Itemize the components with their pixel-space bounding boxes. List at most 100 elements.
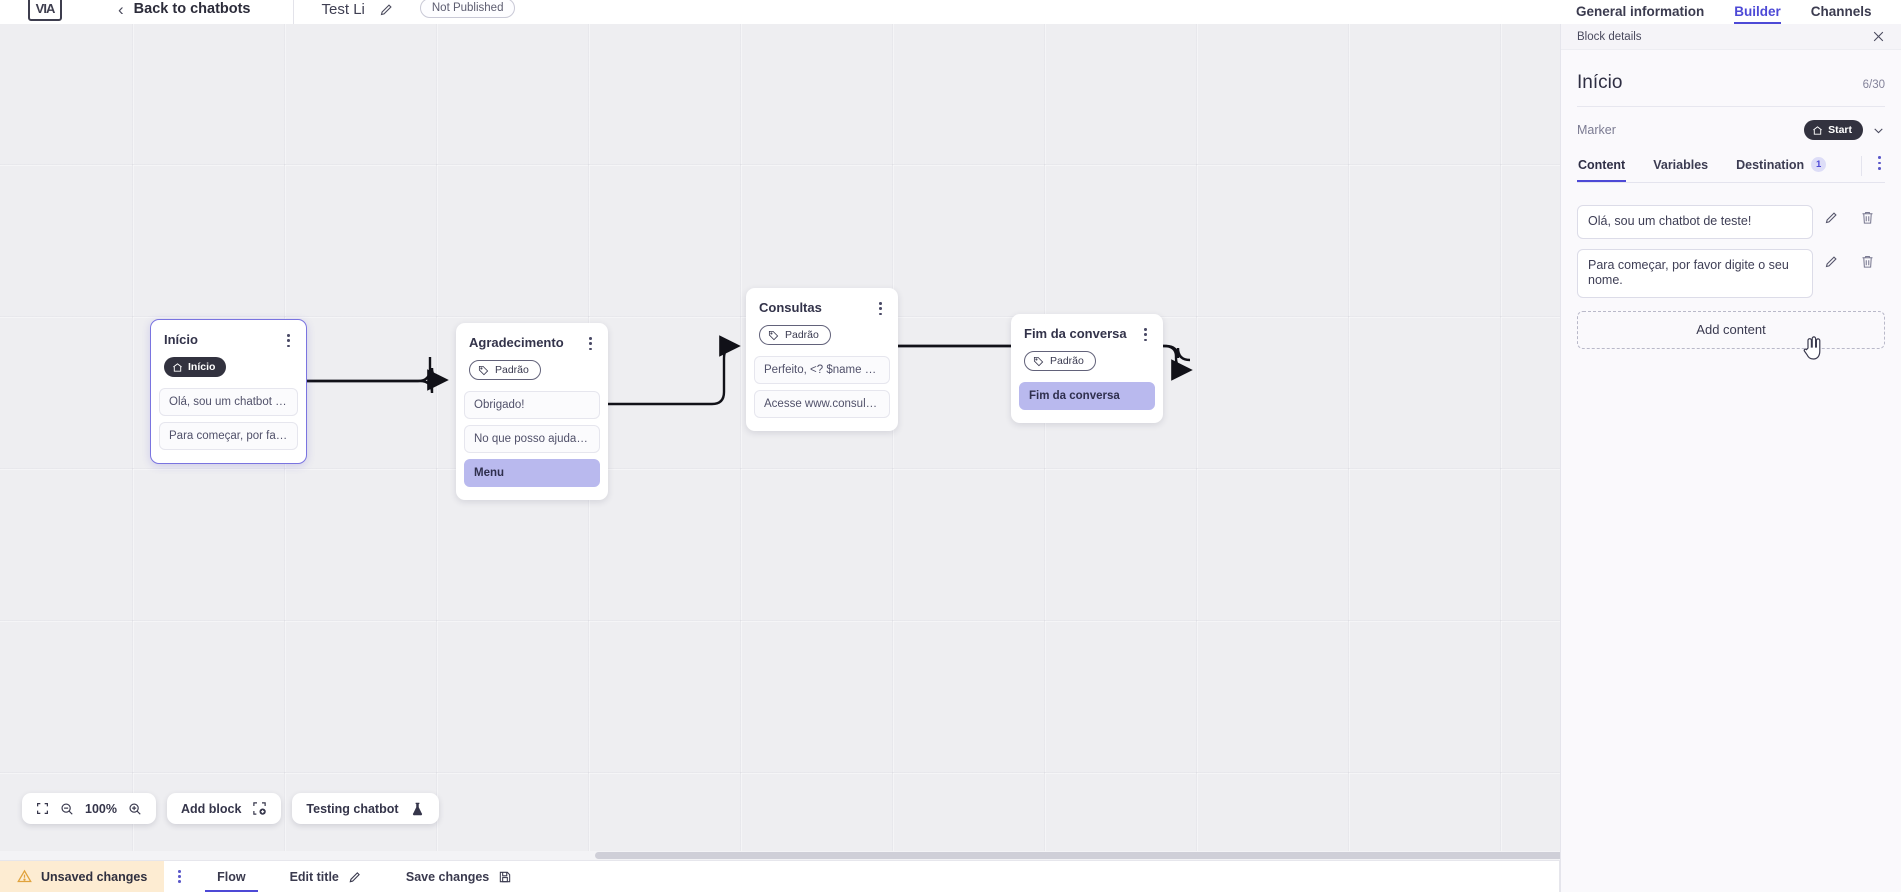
content-edit-button[interactable]	[1813, 249, 1849, 269]
block-tag-default[interactable]: Padrão	[1024, 351, 1096, 372]
pencil-icon	[348, 870, 362, 884]
block-message[interactable]: Olá, sou um chatbot de teste!	[159, 387, 298, 416]
zoom-out-icon[interactable]	[60, 802, 74, 816]
panel-tab-label: Content	[1578, 157, 1626, 172]
flask-icon	[410, 801, 425, 817]
block-title: Consultas	[759, 300, 822, 315]
block-tag-row: Padrão	[456, 352, 608, 391]
block-kebab-icon[interactable]	[876, 300, 885, 317]
flow-block-consultas[interactable]: Consultas Padrão Perfeito, <? $name ?>! …	[746, 288, 898, 431]
main-nav-tabs: General information Builder Channels	[1560, 0, 1901, 24]
marker-chip[interactable]: Start	[1804, 120, 1863, 140]
destination-count-badge: 1	[1811, 157, 1827, 172]
edit-title-label: Edit title	[289, 869, 339, 884]
content-item: Olá, sou um chatbot de teste!	[1577, 205, 1885, 239]
home-icon	[173, 363, 182, 372]
tab-general-information[interactable]: General information	[1576, 4, 1705, 19]
add-content-button[interactable]: Add content	[1577, 310, 1885, 349]
block-message[interactable]: Obrigado!	[464, 390, 600, 419]
save-changes-button[interactable]: Save changes	[384, 861, 534, 892]
block-tag-label: Início	[188, 361, 216, 374]
content-edit-button[interactable]	[1813, 205, 1849, 225]
trash-icon	[1862, 211, 1872, 224]
tab-builder[interactable]: Builder	[1734, 4, 1781, 24]
add-block-label: Add block	[180, 801, 242, 816]
block-tag-row: Padrão	[746, 317, 898, 356]
zoom-level: 100%	[85, 801, 117, 816]
content-text[interactable]: Para começar, por favor digite o seu nom…	[1577, 248, 1813, 298]
panel-tab-content[interactable]: Content	[1577, 151, 1627, 182]
content-item: Para começar, por favor digite o seu nom…	[1577, 248, 1885, 298]
testing-chatbot-button[interactable]: Testing chatbot	[292, 793, 439, 824]
edit-title-button[interactable]: Edit title	[268, 861, 384, 892]
block-tag-start[interactable]: Início	[164, 357, 227, 378]
zoom-controls: 100%	[22, 793, 156, 824]
tab-channels[interactable]: Channels	[1810, 4, 1872, 19]
warning-triangle-icon	[17, 869, 32, 884]
app-logo-icon[interactable]: VIA	[28, 0, 62, 21]
panel-header-label: Block details	[1577, 30, 1642, 43]
panel-tab-label: Destination	[1736, 157, 1805, 172]
block-tag-label: Padrão	[785, 329, 819, 342]
panel-tab-destination[interactable]: Destination 1	[1735, 150, 1827, 182]
block-kebab-icon[interactable]	[586, 335, 595, 352]
content-delete-button[interactable]	[1849, 249, 1885, 269]
chevron-down-icon[interactable]	[1872, 124, 1885, 137]
panel-tab-label: Variables	[1653, 157, 1709, 172]
tag-icon	[1033, 356, 1044, 367]
block-message-end[interactable]: Fim da conversa	[1019, 381, 1155, 410]
block-tag-label: Padrão	[1050, 355, 1084, 368]
block-kebab-icon[interactable]	[284, 332, 293, 349]
status-kebab-icon[interactable]	[164, 861, 195, 892]
block-message[interactable]: Acesse www.consultas.com par...	[754, 389, 890, 418]
close-icon[interactable]	[1872, 30, 1885, 43]
publish-status-badge: Not Published	[419, 0, 516, 18]
block-message[interactable]: Para começar, por favor digite o ...	[159, 421, 298, 450]
block-title: Agradecimento	[469, 335, 564, 350]
flow-block-fim-da-conversa[interactable]: Fim da conversa Padrão Fim da conversa	[1011, 314, 1163, 423]
status-bar: Unsaved changes Flow Edit title Save cha…	[0, 860, 1560, 892]
fit-screen-icon[interactable]	[36, 802, 49, 815]
edit-title-pencil-icon[interactable]	[379, 2, 394, 17]
chevron-left-icon[interactable]: ‹	[118, 0, 124, 19]
block-message[interactable]: No que posso ajudar, <? $name ...	[464, 424, 600, 453]
flow-label: Flow	[217, 869, 246, 884]
flow-block-inicio[interactable]: Início Início Olá, sou um chatbot de tes…	[150, 319, 307, 464]
zoom-in-icon[interactable]	[128, 802, 142, 816]
flow-block-agradecimento[interactable]: Agradecimento Padrão Obrigado! No que po…	[456, 323, 608, 500]
trash-icon	[1862, 255, 1872, 268]
unsaved-changes-indicator: Unsaved changes	[0, 861, 165, 892]
content-text[interactable]: Olá, sou um chatbot de teste!	[1577, 205, 1813, 239]
logo-glyph: VIA	[35, 0, 56, 16]
block-tag-default[interactable]: Padrão	[469, 360, 541, 381]
block-header: Agradecimento	[456, 323, 608, 352]
home-icon	[1813, 125, 1822, 135]
block-message-menu[interactable]: Menu	[464, 458, 600, 487]
panel-tabs-kebab-icon[interactable]	[1861, 156, 1885, 176]
panel-title: Início	[1577, 72, 1623, 93]
panel-body: Início 6/30 Marker Start Content Variabl…	[1561, 50, 1901, 349]
marker-row: Marker Start	[1577, 107, 1885, 150]
status-divider	[1559, 861, 1560, 892]
marker-control[interactable]: Start	[1804, 120, 1885, 140]
block-kebab-icon[interactable]	[1141, 326, 1150, 343]
back-to-chatbots-link[interactable]: Back to chatbots	[133, 1, 251, 17]
add-block-icon	[252, 801, 267, 816]
block-details-panel: Block details Início 6/30 Marker Start	[1560, 24, 1901, 892]
block-message[interactable]: Perfeito, <? $name ?>!	[754, 355, 890, 384]
status-tab-flow[interactable]: Flow	[195, 861, 267, 892]
testing-chatbot-label: Testing chatbot	[306, 801, 399, 816]
save-disk-icon	[498, 870, 512, 884]
content-delete-button[interactable]	[1849, 205, 1885, 225]
canvas-hscroll-thumb[interactable]	[595, 852, 1560, 859]
block-header: Início	[151, 320, 306, 349]
block-tag-label: Padrão	[495, 364, 529, 377]
flow-canvas[interactable]: Início Início Olá, sou um chatbot de tes…	[0, 24, 1560, 860]
block-header: Fim da conversa	[1011, 314, 1163, 343]
add-block-button[interactable]: Add block	[166, 793, 282, 824]
block-tag-default[interactable]: Padrão	[759, 325, 831, 346]
content-list: Olá, sou um chatbot de teste! Para começ…	[1577, 183, 1885, 349]
panel-title-row: Início 6/30	[1577, 50, 1885, 107]
block-tag-row: Início	[151, 349, 306, 388]
panel-tab-variables[interactable]: Variables	[1652, 151, 1709, 182]
